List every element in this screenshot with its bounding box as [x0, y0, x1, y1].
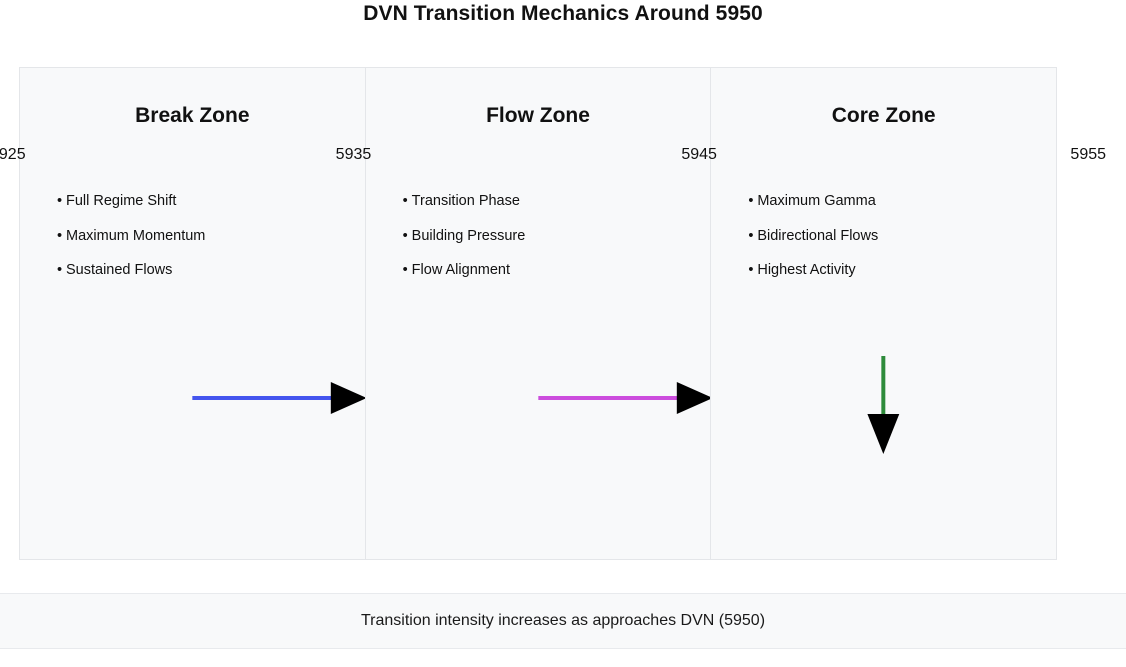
caption-bar: Transition intensity increases as approa…: [0, 593, 1126, 649]
axis-tick-5945: 5945: [681, 146, 717, 163]
arrow-down-green-icon: [711, 356, 1056, 476]
bullet-icon: •: [402, 227, 408, 244]
list-item: •Maximum Momentum: [57, 227, 206, 244]
bullet-icon: •: [748, 262, 754, 278]
bullet-label: Full Regime Shift: [66, 193, 177, 209]
list-item: •Highest Activity: [748, 263, 878, 278]
bullet-icon: •: [57, 262, 63, 278]
zone-column-core: Core Zone 5945 5955 •Maximum Gamma •Bidi…: [681, 68, 1106, 559]
zone-bullets-core: •Maximum Gamma •Bidirectional Flows •Hig…: [748, 194, 878, 298]
list-item: •Sustained Flows: [57, 263, 205, 278]
axis-tick-5955: 5955: [1070, 146, 1107, 163]
bullet-label: Maximum Momentum: [66, 227, 206, 244]
axis-tick-5935: 5935: [335, 146, 372, 163]
bullet-icon: •: [57, 227, 63, 244]
zone-bullets-break: •Full Regime Shift •Maximum Momentum •Su…: [57, 194, 205, 298]
arrow-right-magenta-icon: [366, 356, 711, 476]
zone-bullets-flow: •Transition Phase •Building Pressure •Fl…: [403, 194, 526, 298]
bullet-icon: •: [57, 193, 63, 209]
list-item: •Flow Alignment: [403, 263, 526, 278]
list-item: •Maximum Gamma: [748, 194, 878, 209]
zone-heading-break: Break Zone: [135, 104, 250, 127]
zone-heading-flow: Flow Zone: [486, 104, 590, 127]
list-item: •Bidirectional Flows: [748, 227, 879, 244]
bullet-icon: •: [402, 262, 408, 278]
bullet-label: Building Pressure: [411, 227, 526, 244]
bullet-icon: •: [402, 193, 408, 209]
zone-heading-core: Core Zone: [831, 104, 936, 127]
list-item: •Transition Phase: [403, 194, 526, 209]
list-item: •Building Pressure: [402, 227, 526, 244]
zone-column-break: Break Zone 5925 •Full Regime Shift •Maxi…: [0, 68, 365, 559]
page-title: DVN Transition Mechanics Around 5950: [363, 2, 763, 25]
list-item: •Full Regime Shift: [57, 194, 205, 209]
arrow-right-blue-icon: [20, 356, 365, 476]
zone-column-flow: Flow Zone 5935 •Transition Phase •Buildi…: [336, 68, 711, 559]
bullet-label: Maximum Gamma: [757, 193, 876, 209]
axis-tick-5925: 5925: [0, 146, 26, 163]
bullet-label: Flow Alignment: [411, 262, 510, 278]
bullet-label: Sustained Flows: [66, 262, 173, 278]
zone-panel: Break Zone 5925 •Full Regime Shift •Maxi…: [0, 67, 1106, 560]
bullet-label: Transition Phase: [411, 193, 520, 209]
bullet-icon: •: [748, 227, 754, 244]
bullet-label: Bidirectional Flows: [757, 227, 879, 244]
bullet-icon: •: [748, 193, 754, 209]
caption-text: Transition intensity increases as approa…: [360, 612, 766, 629]
bullet-label: Highest Activity: [757, 262, 856, 278]
